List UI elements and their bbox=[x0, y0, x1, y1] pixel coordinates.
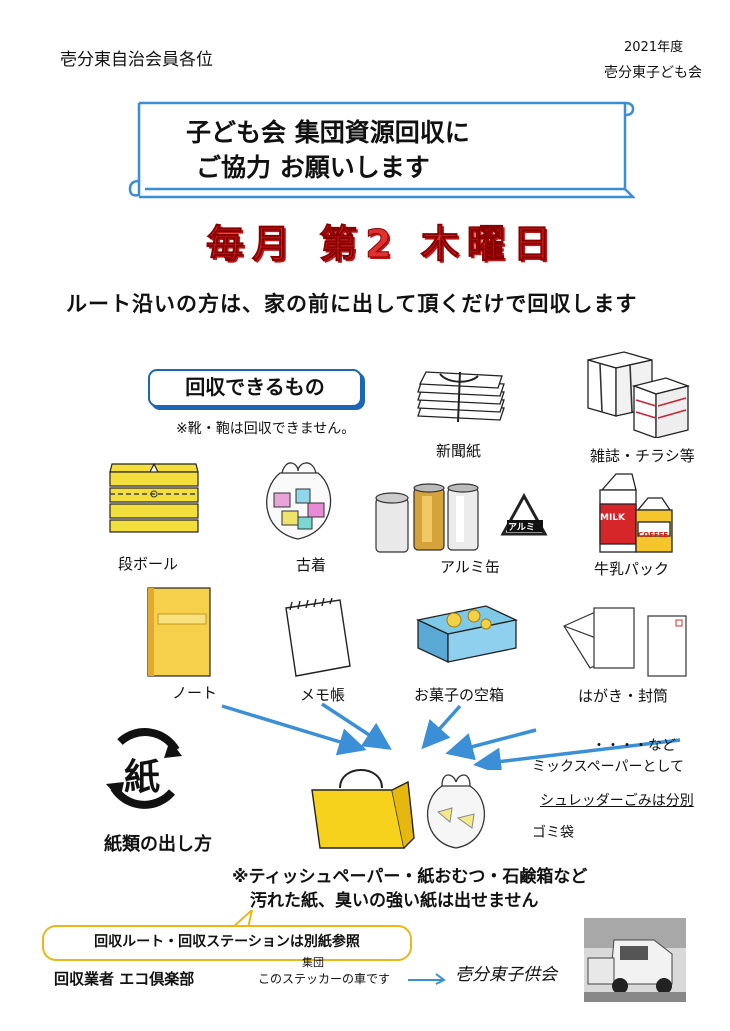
snack-box-icon bbox=[415, 605, 518, 664]
envelope-icon bbox=[563, 607, 687, 677]
collection-truck-photo bbox=[584, 918, 686, 1002]
milk-carton-icon bbox=[599, 473, 673, 553]
caution-line1: ※ティッシュペーパー・紙おむつ・石鹸箱など bbox=[232, 867, 588, 887]
cans-icon bbox=[375, 483, 479, 553]
notebook-icon bbox=[147, 587, 211, 677]
item-label-cardboard: 段ボール bbox=[118, 555, 179, 573]
item-label-milk: 牛乳パック bbox=[594, 560, 670, 578]
item-label-newspaper: 新聞紙 bbox=[436, 442, 482, 460]
item-label-magazine: 雑誌・チラシ等 bbox=[590, 447, 695, 465]
milk-carton-text: MILK bbox=[600, 513, 626, 523]
mix-paper-etc: ・・・・など bbox=[592, 738, 676, 754]
bubble-tail bbox=[231, 910, 254, 928]
item-label-cans: アルミ缶 bbox=[440, 558, 500, 576]
garbage-bag-icon bbox=[426, 774, 486, 849]
sticker-note: このステッカーの車です bbox=[258, 972, 391, 986]
cardboard-icon bbox=[109, 463, 199, 533]
banner-line1: 子ども会 集団資源回収に bbox=[186, 118, 470, 147]
item-label-notebook: ノート bbox=[172, 684, 218, 702]
item-label-envelope: はがき・封筒 bbox=[578, 687, 669, 705]
recipient-text: 壱分東自治会員各位 bbox=[60, 50, 213, 70]
clothes-bag-icon bbox=[266, 462, 332, 540]
collection-subtitle: ルート沿いの方は、家の前に出して頂くだけで回収します bbox=[66, 292, 638, 316]
magazine-bundle-icon bbox=[587, 351, 690, 438]
caution-line2: 汚れた紙、臭いの強い紙は出せません bbox=[250, 891, 539, 911]
collector-label: 回収業者 エコ倶楽部 bbox=[54, 970, 195, 988]
route-note-text: 回収ルート・回収ステーションは別紙参照 bbox=[94, 934, 360, 950]
aluminum-recycle-mark-icon bbox=[500, 492, 548, 536]
shredder-note: シュレッダーごみは分別 bbox=[540, 793, 694, 809]
scroll-banner bbox=[128, 101, 635, 199]
sticker-arrow-icon bbox=[408, 973, 446, 985]
coffee-carton-text: COFFEE bbox=[638, 531, 669, 539]
paper-bag-icon bbox=[311, 769, 415, 849]
aluminum-mark-text: アルミ bbox=[508, 523, 535, 533]
route-note-box: 回収ルート・回収ステーションは別紙参照 bbox=[42, 925, 412, 961]
bag-label: ゴミ袋 bbox=[532, 825, 574, 841]
year-text: 2021年度 bbox=[624, 40, 684, 55]
group-handwritten: 集団 bbox=[302, 956, 324, 969]
paper-howto-text: 紙類の出し方 bbox=[104, 834, 212, 855]
item-label-memo: メモ帳 bbox=[300, 686, 346, 704]
paper-recycle-mark-icon bbox=[106, 728, 182, 809]
mix-paper-text: ミックスペーパーとして bbox=[532, 759, 685, 775]
accepted-heading: 回収できるもの bbox=[185, 375, 325, 399]
banner-line2: ご協力 お願いします bbox=[196, 153, 430, 182]
organizer-text: 壱分東子ども会 bbox=[604, 65, 702, 81]
memo-pad-icon bbox=[285, 598, 351, 677]
newspaper-bundle-icon bbox=[417, 371, 505, 423]
accepted-heading-box: 回収できるもの bbox=[148, 369, 362, 407]
signature-sticker: 壱分東子供会 bbox=[455, 965, 557, 985]
collection-arrows bbox=[221, 702, 681, 770]
item-label-clothes: 古着 bbox=[296, 556, 327, 574]
item-label-snack-box: お菓子の空箱 bbox=[414, 686, 505, 704]
schedule-date: 毎月 第2 木曜日 bbox=[206, 222, 559, 267]
accepted-note: ※靴・鞄は回収できません。 bbox=[176, 421, 356, 437]
paper-mark-text: 紙 bbox=[124, 757, 161, 798]
